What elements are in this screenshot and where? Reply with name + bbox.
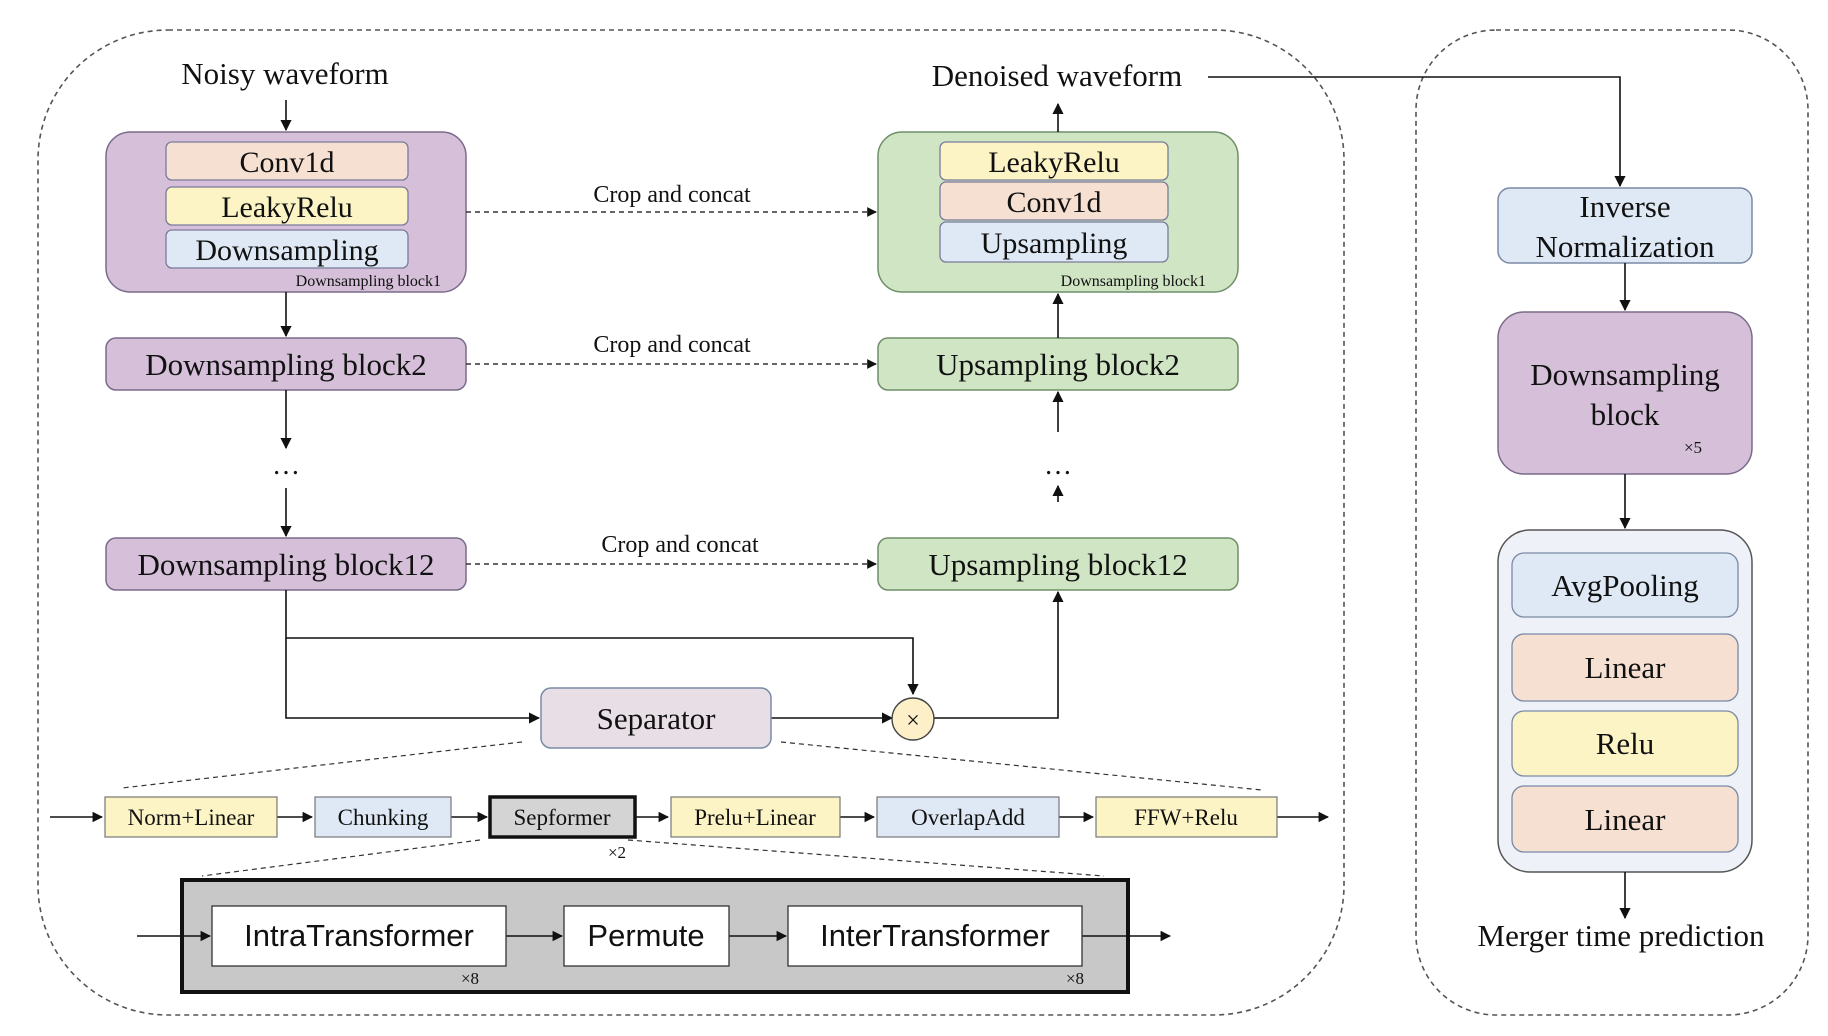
decoder-block2: Upsampling block2: [877, 337, 1239, 391]
norm-linear-box: [104, 796, 278, 838]
svg-text:LeakyRelu: LeakyRelu: [221, 191, 353, 224]
svg-text:Separator: Separator: [597, 701, 716, 736]
prediction-head: AvgPooling Linear Relu Linear: [1497, 529, 1753, 873]
decoder-block1: LeakyRelu Conv1d Upsampling Downsampling…: [877, 131, 1239, 293]
svg-text:Linear: Linear: [1585, 650, 1667, 685]
sepformer-detail-panel: IntraTransformer ×8 Permute InterTransfo…: [137, 878, 1172, 994]
encoder-block1: Conv1d LeakyRelu Downsampling Downsampli…: [105, 131, 467, 293]
svg-text:Downsampling: Downsampling: [195, 234, 378, 267]
sepformer-repeat: ×2: [608, 843, 626, 862]
svg-text:Chunking: Chunking: [338, 805, 429, 830]
prelu-linear-box: [670, 796, 841, 838]
multiply-node: ×: [891, 697, 935, 741]
overlapadd-box: [876, 796, 1060, 838]
svg-text:Sepformer: Sepformer: [513, 805, 610, 830]
downsampling-repeat: ×5: [1684, 438, 1702, 457]
svg-text:LeakyRelu: LeakyRelu: [988, 146, 1120, 179]
skip-connections: [466, 207, 877, 569]
ellipsis-left: …: [272, 450, 300, 481]
linear-box-2: [1511, 785, 1739, 853]
svg-text:Downsampling: Downsampling: [1530, 357, 1719, 392]
decoder-leakyrelu-layer: [939, 141, 1169, 181]
flow-arrows: [280, 76, 1626, 724]
svg-text:Linear: Linear: [1585, 802, 1667, 837]
predictor-container: [1415, 29, 1809, 1016]
svg-text:FFW+Relu: FFW+Relu: [1134, 805, 1238, 830]
linear-box-1: [1511, 633, 1739, 702]
decoder-block1-caption: Downsampling block1: [1061, 273, 1206, 290]
avgpooling-box: [1511, 552, 1739, 618]
downsampling-layer: [165, 229, 409, 269]
conv1d-layer: [165, 141, 409, 181]
svg-text:AvgPooling: AvgPooling: [1551, 568, 1699, 603]
svg-text:Prelu+Linear: Prelu+Linear: [694, 805, 816, 830]
permute-box: [563, 905, 730, 967]
encoder-block2: Downsampling block2: [105, 337, 467, 391]
separator-block: Separator: [540, 687, 772, 749]
decoder-conv1d-layer: [939, 181, 1169, 221]
intertransformer-box: [787, 905, 1083, 967]
svg-text:IntraTransformer: IntraTransformer: [244, 918, 474, 953]
svg-text:Upsampling block12: Upsampling block12: [928, 547, 1187, 582]
intra-repeat: ×8: [461, 969, 479, 988]
svg-text:block: block: [1591, 397, 1660, 432]
encoder-block1-caption: Downsampling block1: [296, 273, 441, 290]
svg-text:Downsampling block12: Downsampling block12: [137, 547, 434, 582]
encoder-block12: Downsampling block12: [105, 537, 467, 591]
ellipsis-right: …: [1044, 450, 1072, 481]
svg-text:Downsampling block2: Downsampling block2: [145, 347, 427, 382]
chunking-box: [314, 796, 452, 838]
svg-text:Upsampling: Upsampling: [981, 227, 1128, 260]
predictor-downsampling-block: Downsampling block ×5: [1497, 311, 1753, 475]
relu-box: [1511, 710, 1739, 777]
main-network-container: [37, 29, 1345, 1016]
inverse-normalization-block: Inverse Normalization: [1497, 187, 1753, 264]
svg-text:Conv1d: Conv1d: [239, 146, 334, 179]
intratransformer-box: [211, 905, 507, 967]
svg-text:OverlapAdd: OverlapAdd: [911, 805, 1025, 830]
svg-text:Relu: Relu: [1596, 726, 1655, 761]
svg-text:Upsampling block2: Upsampling block2: [936, 347, 1180, 382]
upsampling-layer: [939, 221, 1169, 263]
separator-pipeline: Norm+Linear Chunking Sepformer ×2 Prelu+…: [50, 795, 1330, 862]
noisy-waveform-label: Noisy waveform: [181, 56, 388, 91]
svg-text:Normalization: Normalization: [1535, 229, 1715, 264]
zoom-guides: [121, 741, 1263, 877]
svg-text:×: ×: [906, 708, 920, 734]
denoised-waveform-label: Denoised waveform: [932, 58, 1183, 93]
svg-text:Permute: Permute: [587, 918, 704, 953]
ffw-relu-box: [1095, 796, 1278, 838]
inter-repeat: ×8: [1066, 969, 1084, 988]
crop-concat-label-1: Crop and concat: [593, 182, 751, 208]
svg-text:Norm+Linear: Norm+Linear: [128, 805, 255, 830]
svg-text:InterTransformer: InterTransformer: [820, 918, 1050, 953]
leakyrelu-layer: [165, 186, 409, 226]
sepformer-box: [488, 795, 637, 839]
crop-concat-label-2: Crop and concat: [593, 332, 751, 358]
decoder-block12: Upsampling block12: [877, 537, 1239, 591]
merger-time-prediction-label: Merger time prediction: [1478, 918, 1765, 953]
svg-text:Conv1d: Conv1d: [1006, 186, 1101, 219]
svg-text:Inverse: Inverse: [1579, 189, 1670, 224]
crop-concat-label-3: Crop and concat: [601, 532, 759, 558]
